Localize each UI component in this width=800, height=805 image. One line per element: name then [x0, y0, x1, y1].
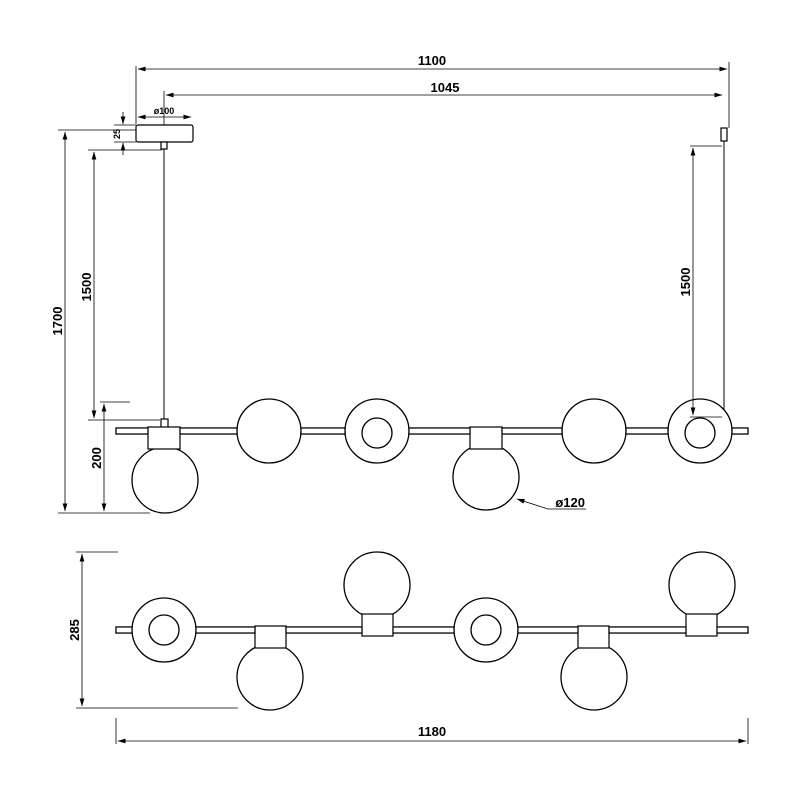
right-cable-clamp [720, 127, 728, 142]
top-lamp-facing-4 [453, 597, 519, 663]
front-elevation [115, 124, 749, 514]
dim-cable-spacing: 1045 [431, 80, 460, 95]
front-lamp-globe-5 [561, 398, 627, 464]
front-lamp-globe-2 [236, 398, 302, 464]
top-view [115, 551, 749, 711]
top-lamp-down-5 [560, 625, 628, 711]
front-lamp-facing-6 [667, 398, 733, 464]
front-lamp-facing-3 [344, 398, 410, 464]
dim-total-length: 1100 [418, 53, 446, 68]
dim-bar-length: 1180 [418, 724, 446, 739]
top-lamp-facing-1 [131, 597, 197, 663]
dim-leader-globe-diameter [516, 498, 586, 510]
dim-canopy-diameter: ø100 [154, 106, 175, 116]
dim-overall-height: 1700 [50, 307, 65, 336]
dim-canopy-height: 25 [112, 129, 122, 139]
ceiling-canopy [135, 124, 194, 143]
top-lamp-up-6 [668, 551, 736, 637]
dim-fixture-height: 200 [89, 447, 104, 469]
dim-globe-diameter: ø120 [555, 495, 585, 510]
front-lamp-hanging-1 [131, 426, 199, 514]
dim-cable-right: 1500 [678, 268, 693, 297]
top-lamp-up-3 [343, 551, 411, 637]
canopy-cable-clamp [160, 141, 168, 150]
dim-cable-left: 1500 [79, 273, 94, 302]
front-dimensions: 1100 1045 ø100 25 1500 1500 1700 200 [50, 53, 730, 514]
top-dimensions: 285 1180 [67, 551, 749, 744]
dim-depth: 285 [67, 619, 82, 641]
top-lamp-down-2 [236, 625, 304, 711]
front-lamp-hanging-4 [452, 426, 520, 511]
